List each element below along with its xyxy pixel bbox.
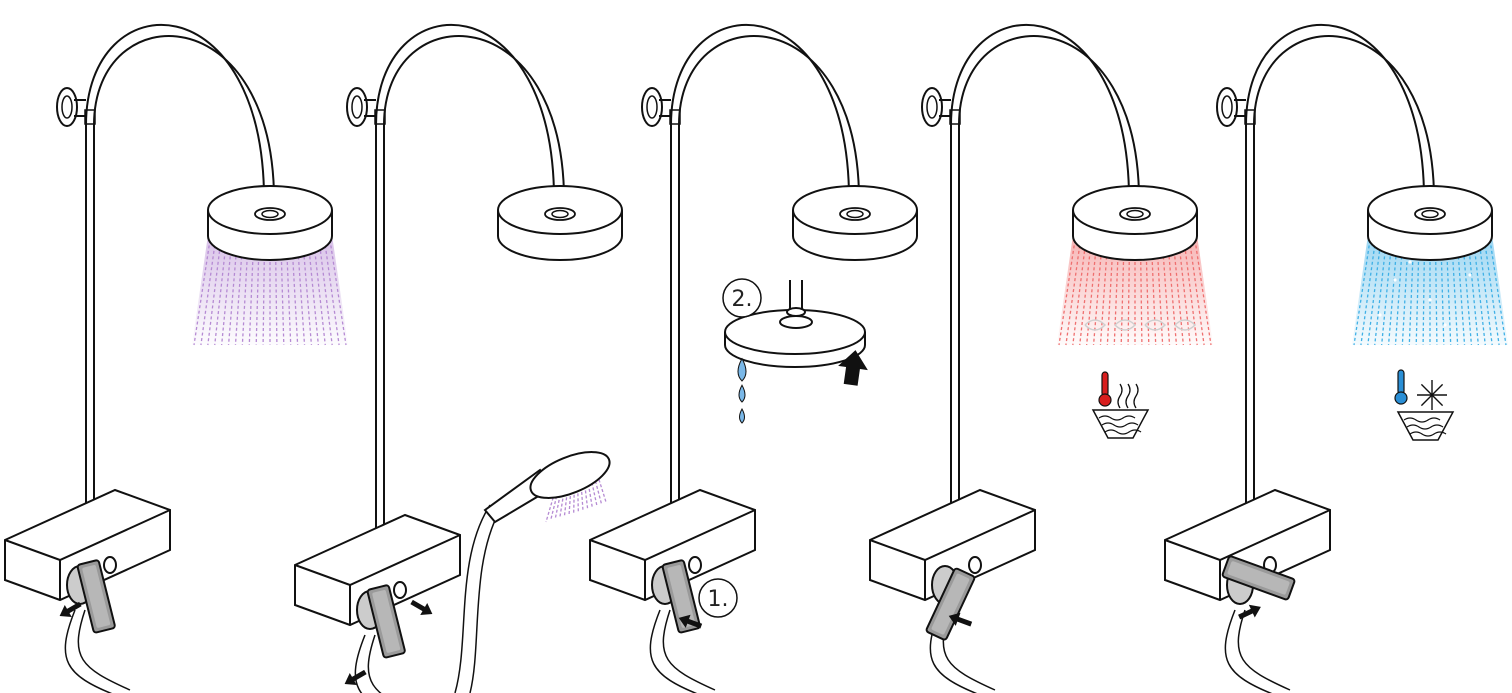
thermometer-tube (1398, 370, 1404, 394)
detail-nut-top (787, 308, 805, 316)
step-2-label: 2. (732, 287, 753, 312)
hand-shower-hose-a (455, 505, 490, 693)
wall-bracket-inner (62, 96, 72, 118)
water-drop-icon (738, 359, 746, 381)
detail-nut (780, 316, 812, 328)
head-nut-inner (1422, 211, 1438, 218)
sparkle (1378, 313, 1381, 316)
snowflake-icon (1417, 380, 1447, 410)
head-nut-inner (552, 211, 568, 218)
diverter-knob (394, 582, 406, 598)
sparkle (1443, 323, 1446, 326)
steam-icon (1134, 384, 1138, 408)
diverter-knob (689, 557, 701, 573)
step-panel-2 (295, 25, 622, 693)
sparkle (1468, 273, 1471, 276)
arch-inner (679, 36, 859, 208)
sparkle (1428, 298, 1431, 301)
arch-outer (86, 25, 264, 208)
step-1-label: 1. (708, 587, 729, 612)
step-panel-4 (870, 25, 1213, 693)
thermometer-bulb (1395, 392, 1407, 404)
thermometer-hot-icon (1099, 372, 1111, 406)
arch-inner (959, 36, 1139, 208)
hand-shower-hose-b (470, 510, 500, 693)
thermometer-cold-icon (1395, 370, 1407, 404)
head-nut-inner (847, 211, 863, 218)
head-nut-inner (1127, 211, 1143, 218)
steam-icon (1126, 384, 1130, 408)
sparkle (1408, 260, 1411, 263)
wall-bracket-inner (1222, 96, 1232, 118)
head-nut-inner (262, 211, 278, 218)
arch-outer (951, 25, 1129, 208)
water-drop-icon (740, 409, 745, 423)
cold-water-icon (1395, 370, 1453, 440)
sparkle (1393, 278, 1396, 281)
wall-bracket-inner (352, 96, 362, 118)
hot-water-icon (1093, 372, 1148, 438)
step-panel-5 (1165, 25, 1508, 693)
diverter-knob (969, 557, 981, 573)
arch-inner (1254, 36, 1434, 208)
arch-inner (384, 36, 564, 208)
wall-bracket-inner (927, 96, 937, 118)
thermometer-tube (1102, 372, 1108, 396)
arch-outer (376, 25, 554, 208)
hose-left (1225, 610, 1275, 693)
arrow-shape (408, 596, 436, 620)
diverter-knob (104, 557, 116, 573)
arch-inner (94, 36, 274, 208)
water-drop-icon (739, 385, 745, 402)
thermometer-bulb (1099, 394, 1111, 406)
cleaning-detail: 2. 1. (699, 279, 870, 617)
arch-outer (1246, 25, 1424, 208)
hose-right (1238, 610, 1290, 690)
wall-bracket-inner (647, 96, 657, 118)
arch-outer (671, 25, 849, 208)
steam-icon (1118, 384, 1122, 408)
knob-out-arrow (408, 596, 436, 620)
